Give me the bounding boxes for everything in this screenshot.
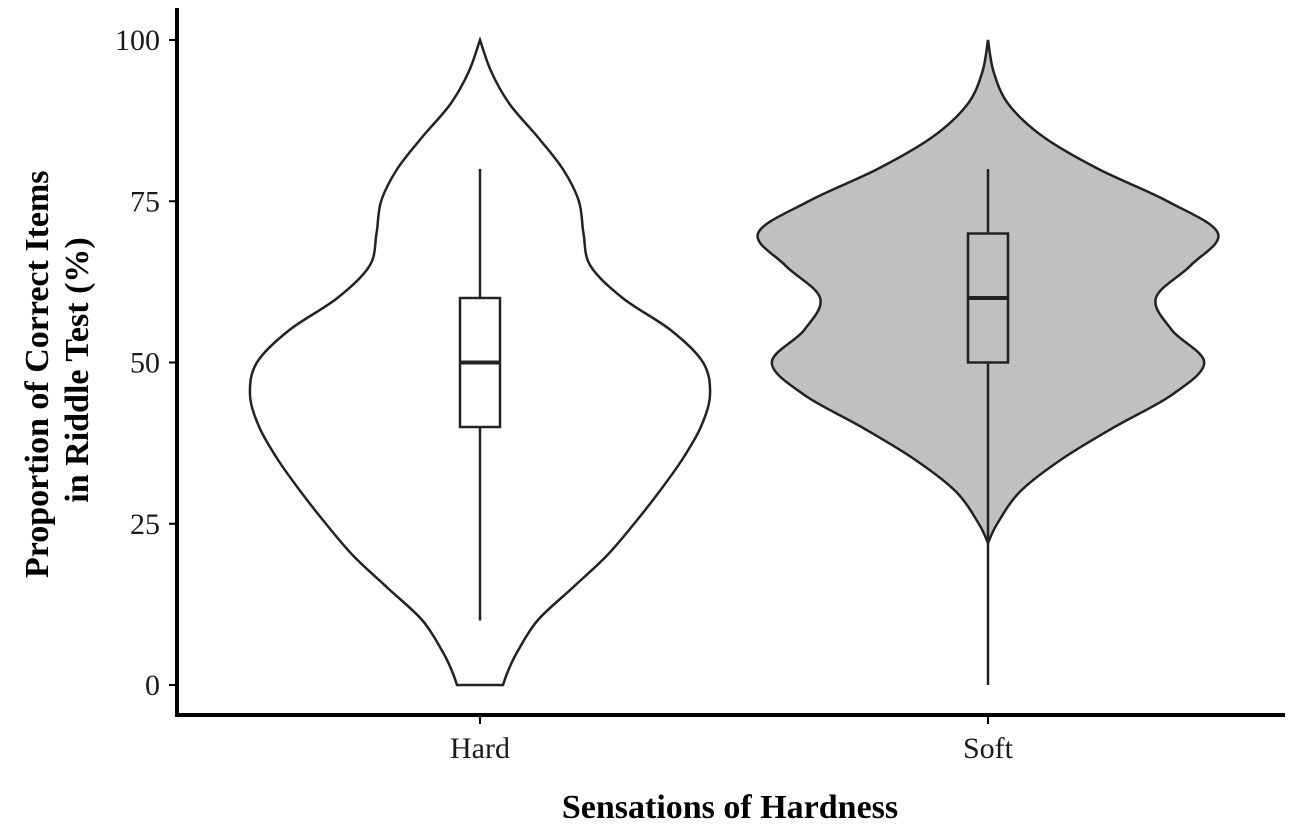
y-axis-title-line-1: Proportion of Correct Items	[19, 170, 56, 578]
x-tick-label: Soft	[963, 732, 1014, 765]
x-tick-label: Hard	[450, 732, 510, 765]
y-tick-label: 25	[130, 508, 160, 541]
y-tick-label: 75	[130, 185, 160, 218]
y-axis-title-line-2: in Riddle Test (%)	[59, 237, 96, 502]
x-axis-title: Sensations of Hardness	[562, 789, 898, 826]
y-axis-title: Proportion of Correct Items in Riddle Te…	[19, 162, 96, 578]
y-tick-label: 0	[145, 669, 160, 702]
violin-soft	[756, 39, 1220, 547]
y-tick-label: 50	[130, 347, 160, 380]
y-tick-label: 100	[115, 24, 160, 57]
plot-area	[248, 36, 1220, 687]
